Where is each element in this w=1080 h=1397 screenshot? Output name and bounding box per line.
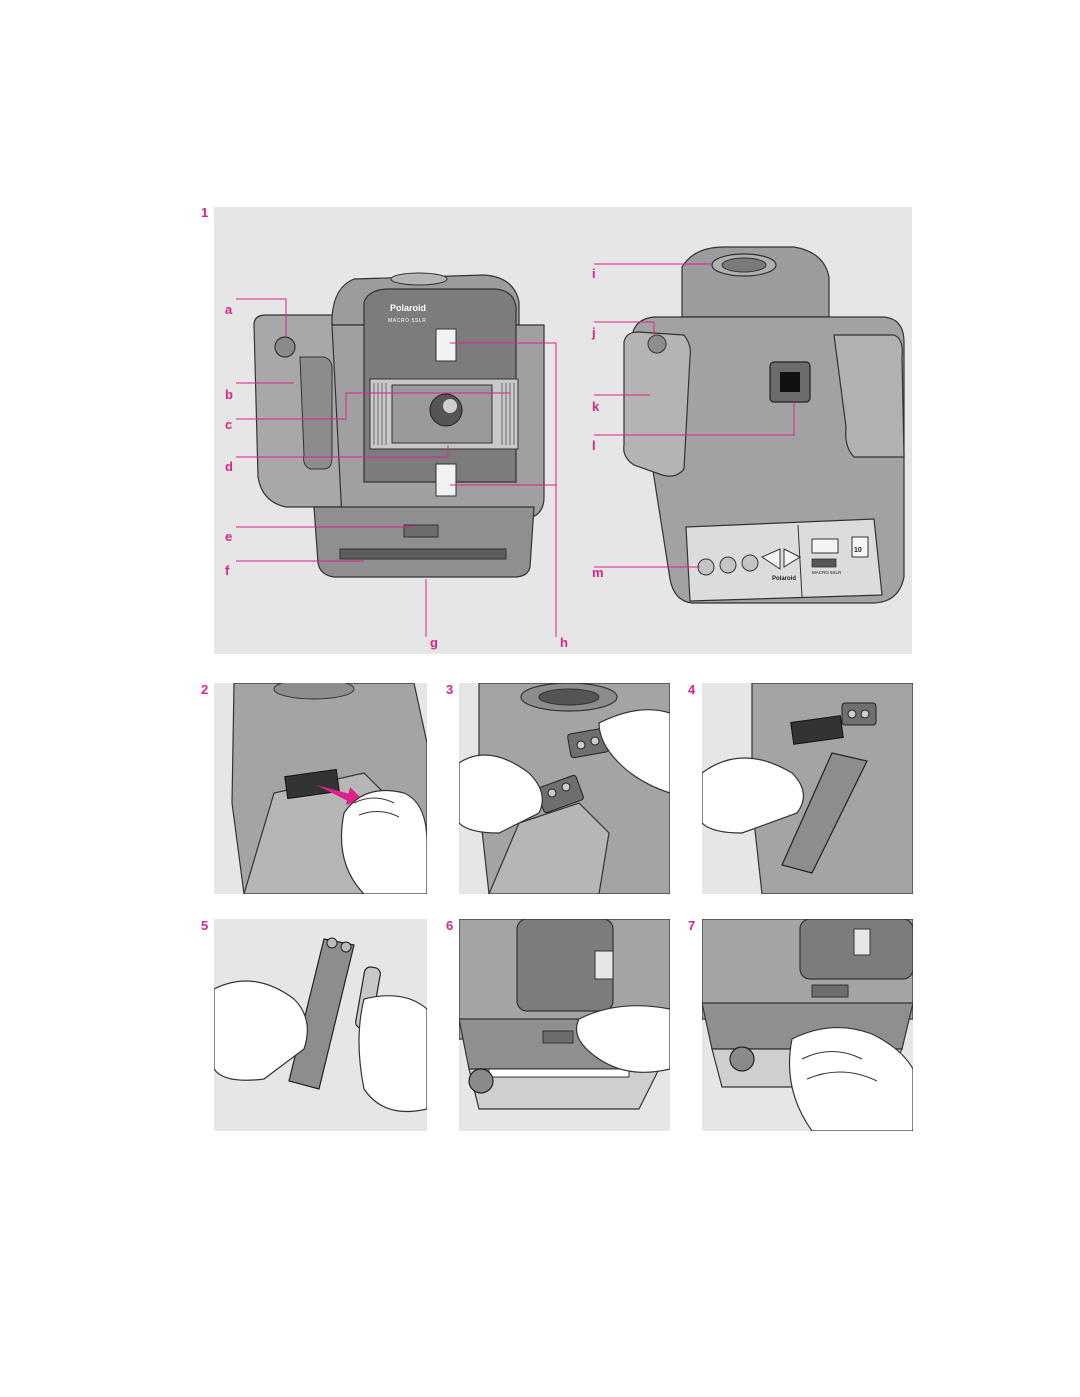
figure-4-panel (702, 683, 913, 894)
figure-number-4: 4 (688, 682, 696, 697)
figure-2-panel (214, 683, 427, 894)
back-counter-label: 10 (854, 547, 862, 554)
front-model-label: MACRO 5SLR (388, 318, 427, 324)
figure-6-panel (459, 919, 670, 1131)
film-door-open-illustration (459, 919, 670, 1110)
callout-k: k (592, 399, 600, 414)
callout-g: g (430, 635, 438, 650)
figure-3-panel (459, 683, 670, 894)
callout-leader-lines (236, 263, 795, 637)
figure-number-1: 1 (201, 205, 209, 220)
callout-e: e (225, 529, 233, 544)
callout-l: l (592, 438, 596, 453)
figure-5-panel (214, 919, 427, 1131)
camera-back-illustration: 10 Polaroid MACRO 5SLR (623, 246, 905, 604)
figure-number-3: 3 (446, 682, 454, 697)
callout-m: m (592, 565, 604, 580)
battery-pack-removal-illustration (459, 683, 670, 894)
battery-insertion-illustration (214, 937, 427, 1113)
callout-c: c (225, 417, 233, 432)
callout-h: h (560, 635, 568, 650)
figure-number-6: 6 (446, 918, 454, 933)
callout-a: a (225, 302, 233, 317)
camera-front-illustration: Polaroid MACRO 5SLR (253, 272, 545, 578)
figure-number-2: 2 (201, 682, 209, 697)
figure-number-5: 5 (201, 918, 209, 933)
callout-j: j (592, 325, 596, 340)
back-brand-label: Polaroid (772, 576, 796, 582)
figure-7-panel (702, 919, 913, 1131)
front-brand-label: Polaroid (390, 303, 426, 313)
callout-f: f (225, 563, 230, 578)
shutter-button-illustration (274, 336, 296, 358)
roller-cleaning-illustration (702, 919, 913, 1131)
callout-d: d (225, 459, 233, 474)
figure-1-panel: Polaroid MACRO 5SLR (214, 207, 912, 654)
callout-b: b (225, 387, 233, 402)
back-model-label: MACRO 5SLR (812, 570, 842, 575)
camera-overview-illustration: Polaroid MACRO 5SLR (236, 246, 905, 637)
battery-pack-pull-out-illustration (702, 683, 913, 894)
callout-i: i (592, 266, 596, 281)
figure-number-7: 7 (688, 918, 696, 933)
battery-door-open-illustration (231, 683, 427, 894)
